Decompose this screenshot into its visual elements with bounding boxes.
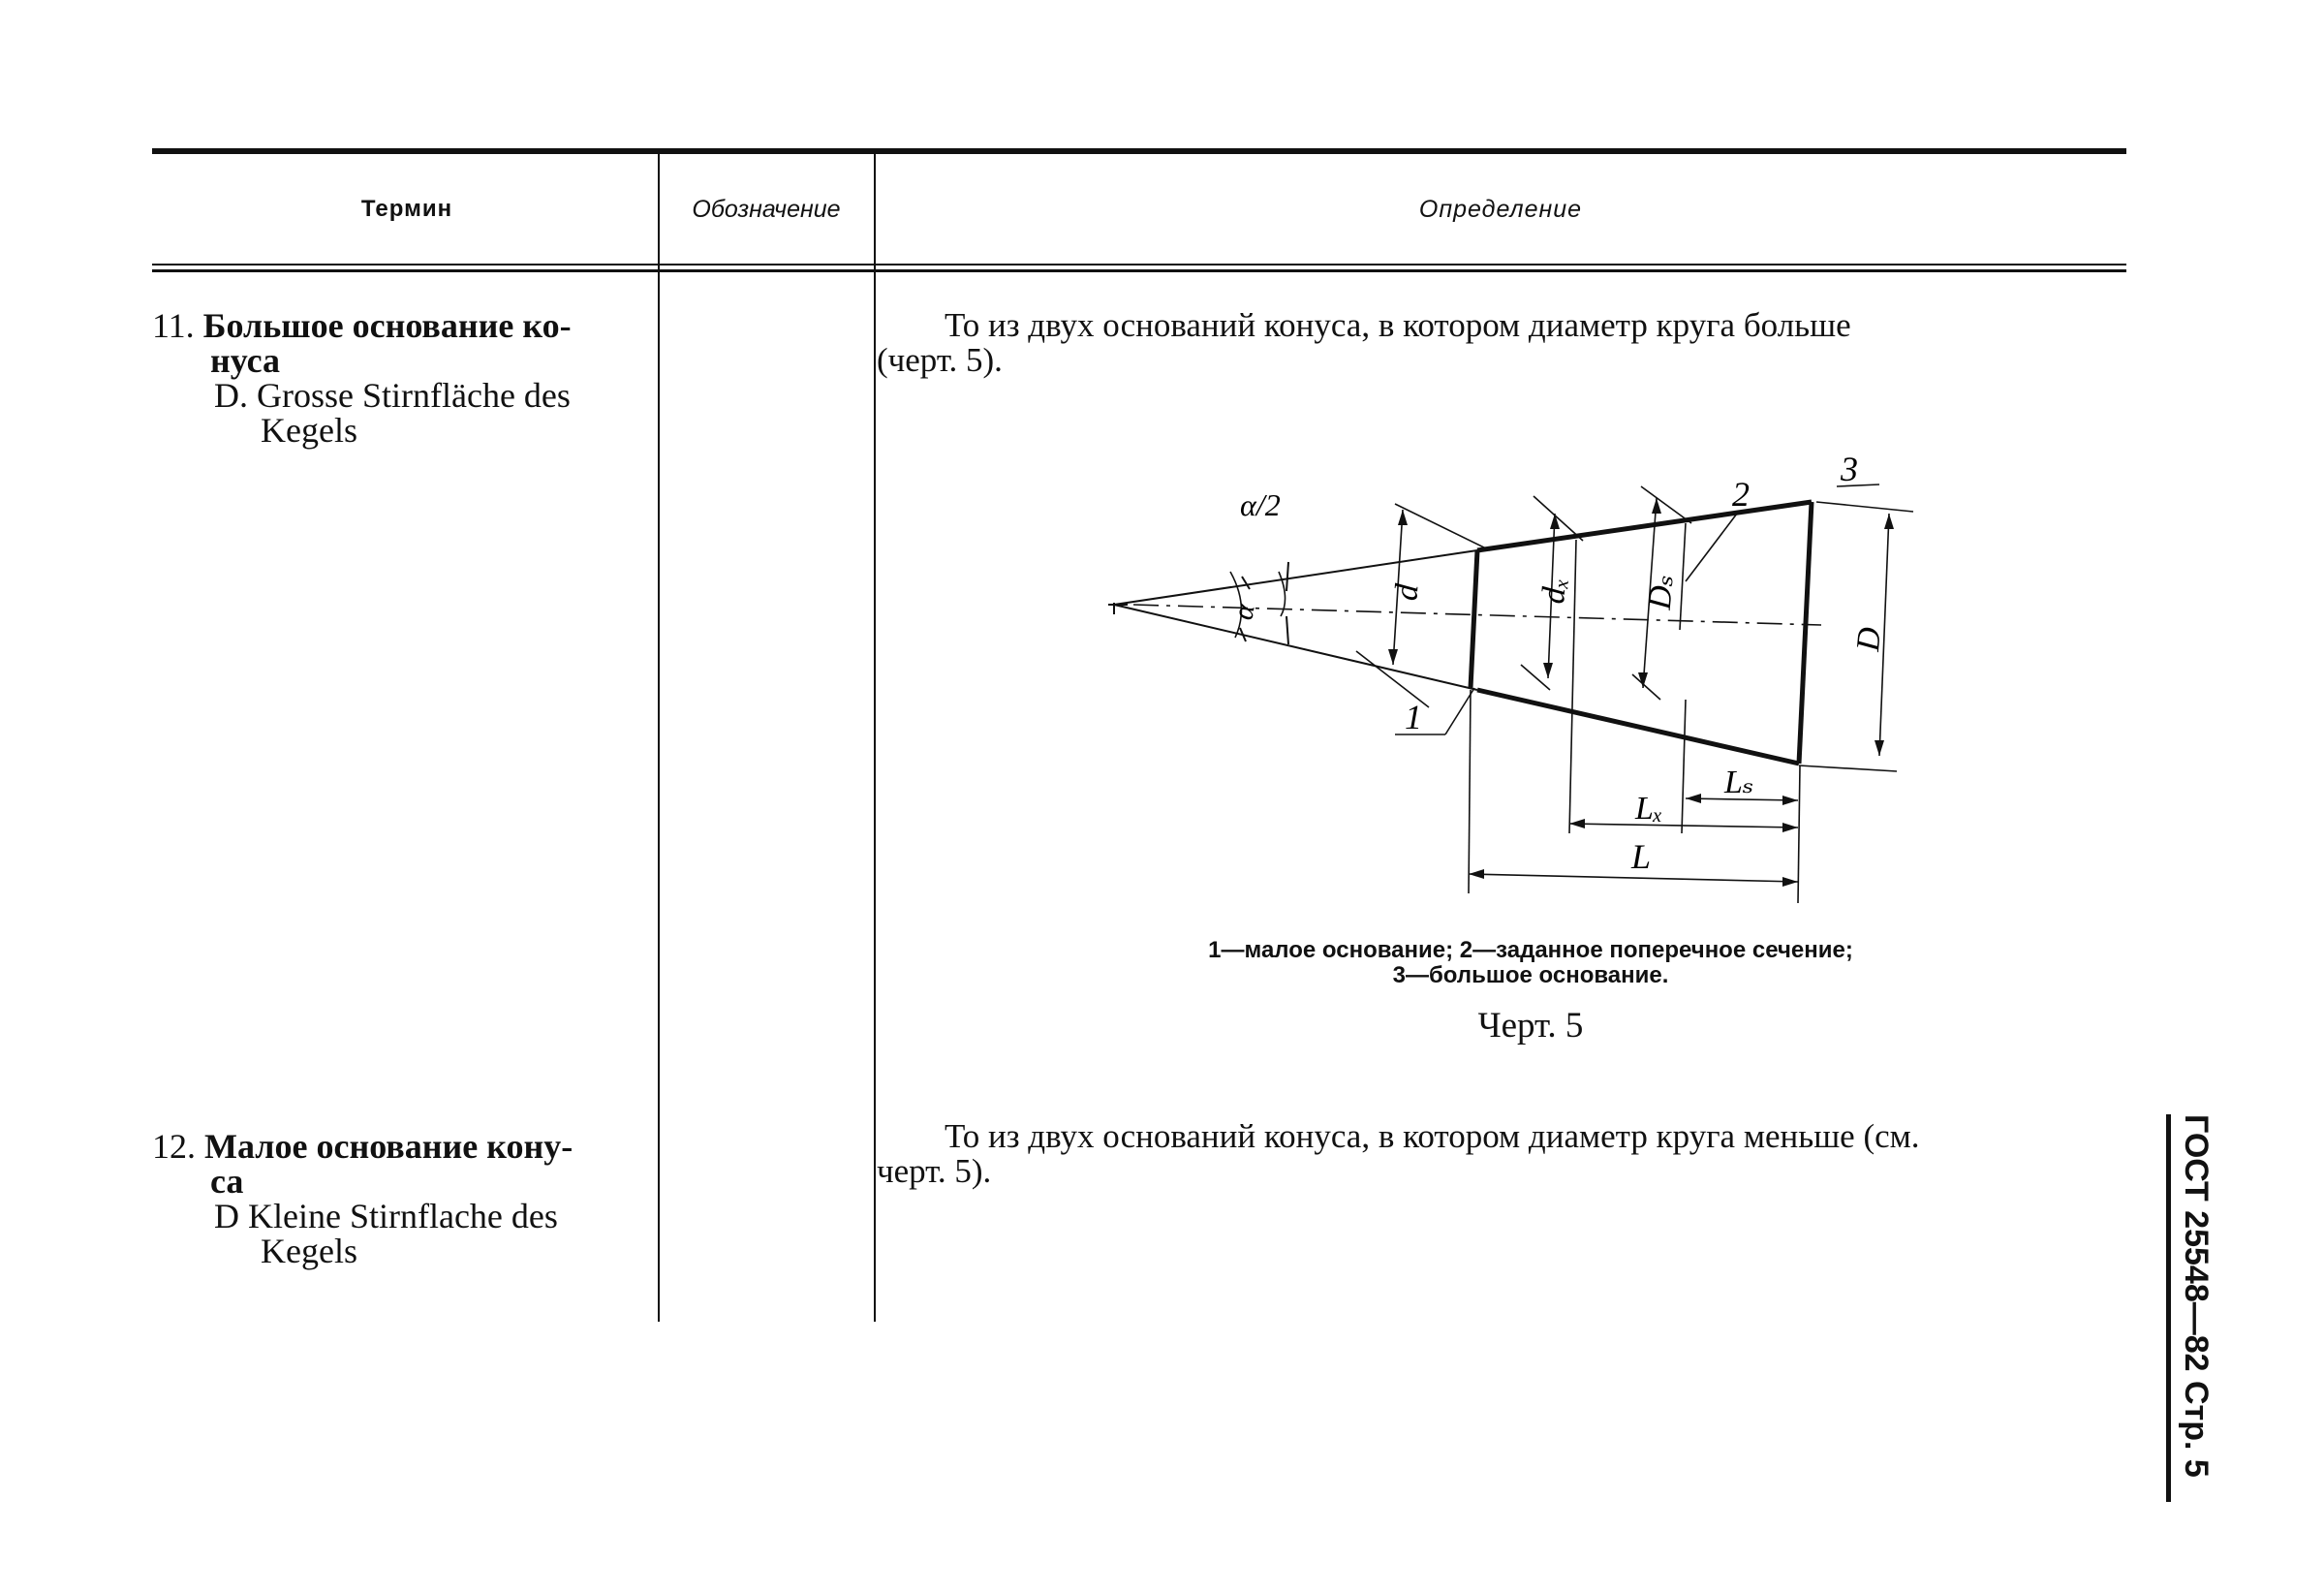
term-number: 12. bbox=[152, 1127, 196, 1166]
header-definition: Определение bbox=[1418, 196, 1583, 223]
label-2: 2 bbox=[1732, 475, 1750, 514]
label-d: d bbox=[1388, 581, 1425, 602]
definition-text: То из двух оснований конуса, в котором д… bbox=[945, 1117, 1920, 1155]
caption-line-1: 1—малое основание; 2—заданное поперечное… bbox=[1208, 937, 1853, 963]
term-name-cont: нуса bbox=[210, 341, 281, 380]
label-D: D bbox=[1850, 625, 1888, 653]
header-bottom-rule-2 bbox=[152, 269, 2126, 272]
side-label-bar bbox=[2166, 1114, 2171, 1502]
term-german: D Kleine Stirnflache des bbox=[214, 1197, 558, 1235]
label-L: L bbox=[1630, 837, 1651, 876]
header-term: Термин bbox=[360, 196, 453, 222]
term-name: Малое основание кону- bbox=[204, 1127, 573, 1166]
figure-title: Черт. 5 bbox=[1477, 1006, 1584, 1046]
definition-text-cont: (черт. 5). bbox=[877, 341, 1003, 379]
label-dx: dₓ bbox=[1535, 577, 1573, 606]
term-entry-12: 12. Малое основание кону- са D Kleine St… bbox=[152, 1129, 622, 1268]
header-designation: Обозначение bbox=[692, 196, 841, 223]
definition-11: То из двух оснований конуса, в котором д… bbox=[877, 308, 2126, 378]
side-page-label-text: ГОСТ 25548—82 Стр. 5 bbox=[2178, 1114, 2215, 1478]
term-entry-11: 11. Большое основание ко- нуса D. Grosse… bbox=[152, 308, 622, 448]
label-alpha-half: α/2 bbox=[1240, 487, 1281, 522]
definition-12: То из двух оснований конуса, в котором д… bbox=[877, 1119, 2126, 1189]
label-3: 3 bbox=[1840, 450, 1858, 488]
label-Lx: Lₓ bbox=[1634, 791, 1663, 827]
term-german-cont: Kegels bbox=[261, 1232, 357, 1270]
cone-drawing: α/2 α d dₓ Dₛ D Lₛ Lₓ L 1 2 3 bbox=[1108, 450, 1914, 904]
header-bottom-rule bbox=[152, 264, 2126, 266]
definition-text: То из двух оснований конуса, в котором д… bbox=[945, 306, 1851, 344]
term-german: D. Grosse Stirnfläche des bbox=[214, 376, 571, 415]
column-divider-1 bbox=[658, 153, 660, 1322]
column-divider-2 bbox=[874, 153, 876, 1322]
label-Ls: Lₛ bbox=[1723, 765, 1753, 800]
term-number: 11. bbox=[152, 306, 195, 345]
side-page-label: ГОСТ 25548—82 Стр. 5 bbox=[2166, 1114, 2224, 1512]
caption-line-2: 3—большое основание. bbox=[1392, 962, 1669, 988]
figure-caption: 1—малое основание; 2—заданное поперечное… bbox=[969, 938, 2092, 988]
label-alpha: α bbox=[1227, 601, 1261, 622]
table-top-rule bbox=[152, 148, 2126, 154]
term-name-cont: са bbox=[210, 1162, 244, 1201]
label-Ds: Dₛ bbox=[1642, 573, 1681, 611]
term-german-cont: Kegels bbox=[261, 411, 357, 450]
label-1: 1 bbox=[1405, 698, 1422, 736]
definition-text-cont: черт. 5). bbox=[877, 1152, 992, 1190]
term-name: Большое основание ко- bbox=[202, 306, 572, 345]
